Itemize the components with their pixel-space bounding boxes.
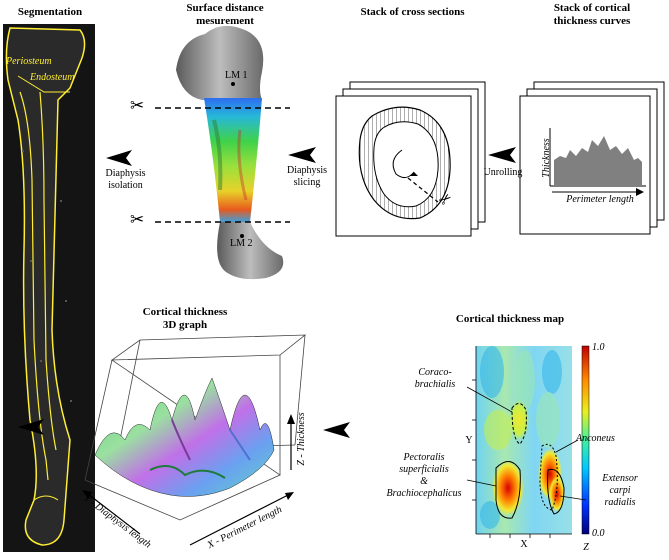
colorbar-max: 1.0	[592, 342, 605, 353]
periosteum-label: Periosteum	[6, 56, 52, 67]
map-title: Cortical thickness map	[455, 313, 565, 325]
lm1-label: LM 1	[225, 70, 248, 81]
scissors-icon: ✂	[130, 210, 145, 229]
ct-segmentation-image	[3, 24, 95, 552]
surface-title: Surface distance mesurement	[186, 2, 264, 27]
map-x-label: X	[520, 539, 528, 550]
muscle-extensor: Extensor carpi radialis	[602, 473, 638, 508]
segmentation-title: Segmentation	[17, 6, 83, 18]
thickness-axis-label: Thickness	[541, 138, 552, 178]
muscle-pectoralis: Pectoralis superficialis & Brachiocephal…	[386, 452, 462, 499]
map-y-label: Y	[465, 435, 473, 446]
graph3d-title: Cortical thickness 3D graph	[142, 306, 228, 331]
step-diaphysis-slicing: Diaphysis slicing	[287, 165, 327, 188]
colorbar-min: 0.0	[592, 528, 605, 539]
endosteum-label: Endosteum	[30, 72, 75, 83]
step-unrolling: Unrolling	[483, 167, 523, 178]
muscle-coracobrachialis: Coraco- brachialis	[414, 367, 456, 390]
muscle-anconeus: Anconeus	[576, 433, 615, 444]
thickness-3d-graph	[82, 334, 307, 546]
axis-arrows	[87, 418, 292, 546]
thickness-curve-stack	[519, 81, 665, 235]
lm2-label: LM 2	[230, 238, 253, 249]
perimeter-axis-label: Perimeter length	[566, 194, 634, 205]
cut-lines	[155, 107, 290, 223]
z-axis-label: Z - Thickness	[296, 412, 307, 466]
step-diaphysis-isolation: Diaphysis isolation	[105, 168, 146, 191]
colorbar-z: Z	[583, 542, 589, 553]
thickness-map	[466, 345, 590, 538]
stack-sections-title: Stack of cross sections	[360, 6, 465, 18]
scissors-icon: ✂	[130, 96, 145, 115]
stack-curves-title: Stack of cortical thickness curves	[553, 2, 631, 27]
cross-section-stack	[335, 81, 486, 237]
bone-surface-model	[176, 25, 284, 280]
process-arrows	[18, 147, 516, 438]
